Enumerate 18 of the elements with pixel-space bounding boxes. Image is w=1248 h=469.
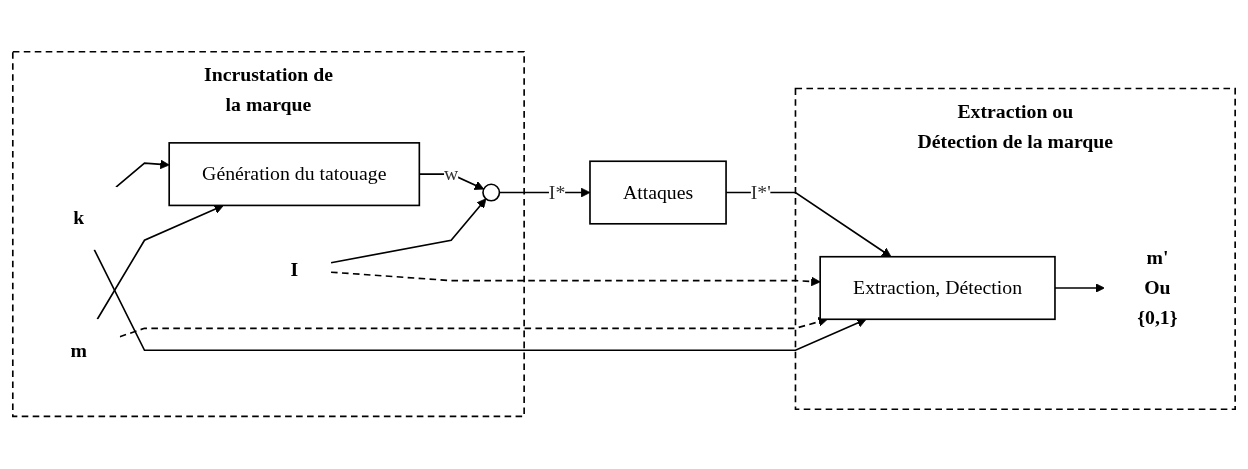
node-text: m' Ou {0,1} [1137,247,1178,329]
edge-label: I*' [750,181,771,204]
node-box: Génération du tatouage [168,142,421,207]
node-box: Attaques [589,160,727,226]
arrow [330,271,821,287]
edge-label: I* [548,181,566,204]
edge-label: w [444,163,459,185]
arrow [119,317,828,338]
node-text: m [70,339,87,362]
node-box: Extraction, Détection [819,256,1056,321]
arrow [93,249,867,352]
arrow [115,159,170,189]
node-text: k [73,207,85,230]
node-circle [482,183,501,202]
arrow [96,204,224,321]
node-text: I [290,258,299,281]
arrow [1054,283,1105,294]
arrow [330,198,487,264]
